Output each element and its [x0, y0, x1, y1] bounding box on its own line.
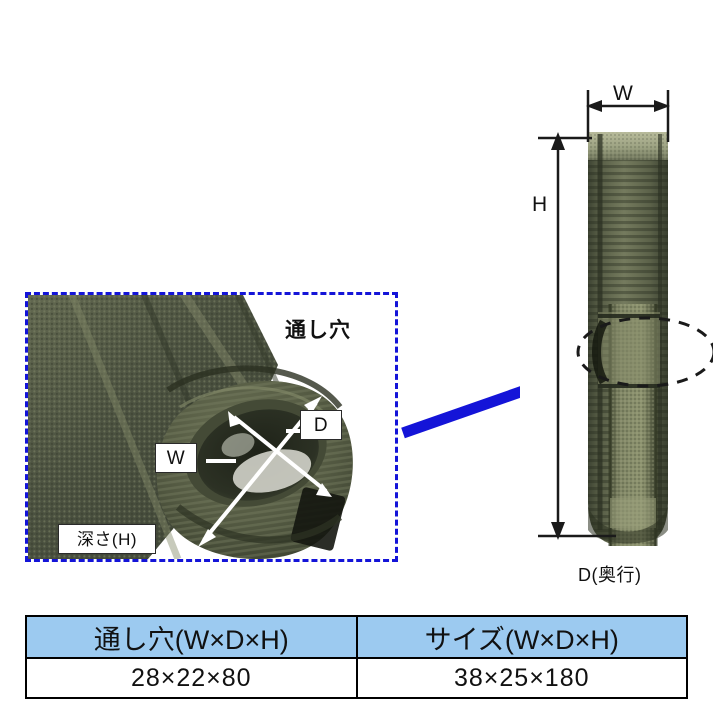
label-h-right: H: [532, 193, 548, 216]
label-depth-h-box: 深さ(H): [58, 524, 156, 554]
label-w-box: W: [155, 443, 197, 473]
value-through-hole: 28×22×80: [25, 657, 358, 699]
header-through-hole: 通し穴(W×D×H): [25, 615, 358, 659]
spec-table: 通し穴(W×D×H) サイズ(W×D×H) 28×22×80 38×25×180: [25, 615, 688, 699]
value-size: 38×25×180: [355, 657, 688, 699]
loop-highlight-ellipse: [576, 316, 713, 388]
label-d-okuyuki: D(奥行): [578, 565, 642, 585]
label-d-box: D: [300, 410, 342, 440]
dimension-arrows: [202, 401, 328, 542]
product-photo: [520, 60, 713, 580]
product-dimension-lines: [538, 90, 670, 540]
label-w-right: W: [613, 82, 633, 105]
table-value-row: 28×22×80 38×25×180: [25, 657, 688, 699]
header-size: サイズ(W×D×H): [355, 615, 688, 659]
through-hole-title: 通し穴: [285, 319, 351, 342]
table-header-row: 通し穴(W×D×H) サイズ(W×D×H): [25, 615, 688, 659]
dimension-arrowheads: [198, 396, 332, 547]
product-photo-panel: [520, 60, 713, 580]
